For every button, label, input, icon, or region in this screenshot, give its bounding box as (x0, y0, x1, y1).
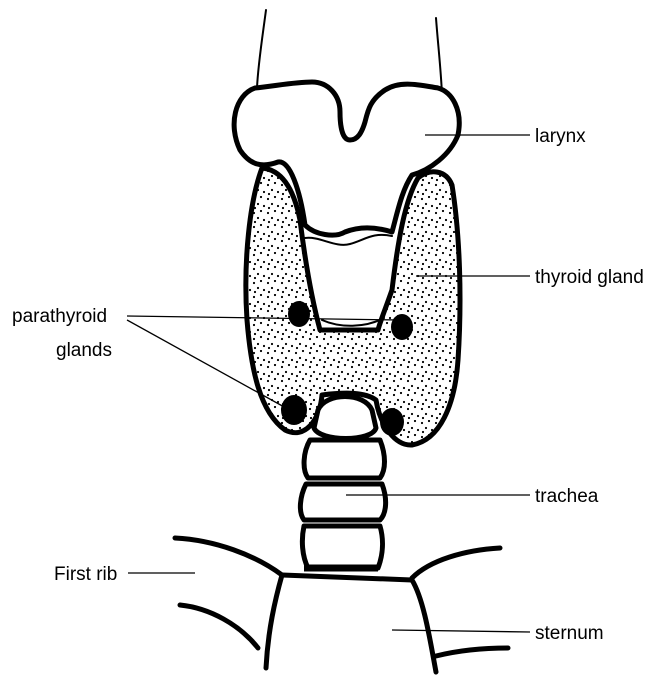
leader-sternum (392, 630, 530, 632)
label-parathyroid-line2: glands (56, 340, 112, 361)
label-sternum: sternum (535, 623, 604, 644)
label-larynx: larynx (535, 126, 586, 147)
parathyroid-upper-left (288, 301, 310, 327)
sternum (266, 575, 436, 672)
label-thyroid-gland: thyroid gland (535, 267, 644, 288)
label-first-rib: First rib (54, 564, 117, 585)
label-parathyroid-line1: parathyroid (12, 306, 107, 327)
parathyroid-lower-right (380, 408, 404, 436)
label-trachea: trachea (535, 486, 599, 507)
trachea (300, 397, 385, 569)
parathyroid-upper-right (391, 314, 413, 340)
parathyroid-lower-left (281, 395, 307, 425)
